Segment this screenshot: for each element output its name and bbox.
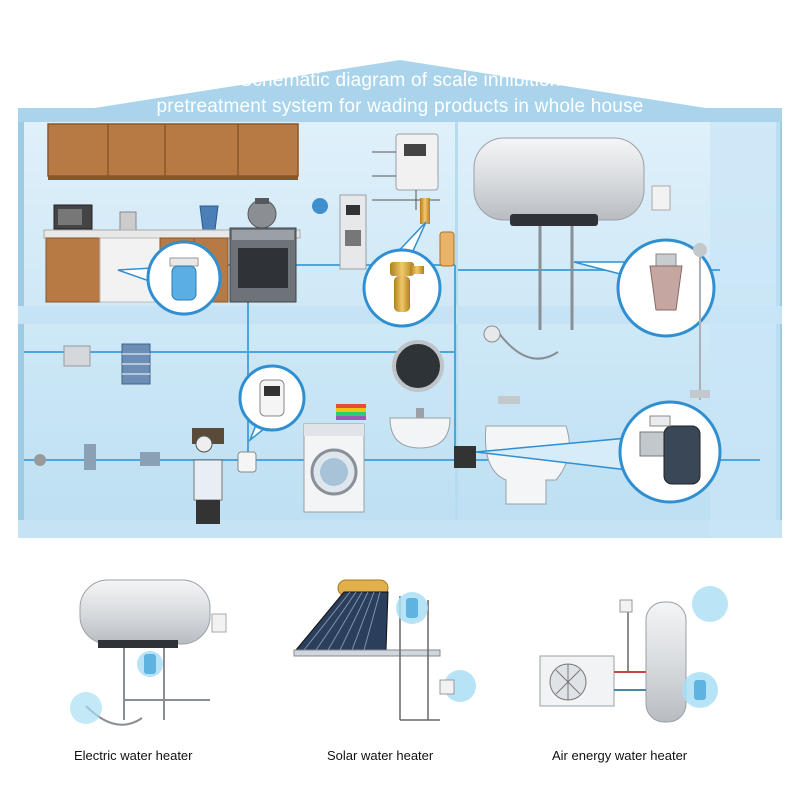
bathroom-towel-rack [63,343,151,385]
right-side-wall [710,122,780,538]
upper-cabinets [47,123,299,180]
bathroom-basin [389,408,451,449]
diagram-title-line-1: Schematic diagram of scale inhibition [239,70,561,91]
caption-electric-water-heater: Electric water heater [74,748,193,763]
countertop-appliances [53,198,277,231]
cartridge [439,231,455,267]
caption-air-energy-water-heater: Air energy water heater [552,748,688,763]
lower-floor [18,520,782,538]
angle-valve-callout [454,400,722,504]
stove-oven [229,227,297,303]
mini-solar-heater [293,579,476,721]
gas-water-heater [372,133,440,224]
electric-water-heater [473,137,645,360]
room-divider [455,122,458,538]
bathroom-mirror [392,340,444,392]
wall-switch [651,185,671,211]
prefilter-callout [238,364,306,443]
small-filter [237,451,257,473]
diagram-title-line-2: pretreatment system for wading products … [156,96,644,117]
caption-solar-water-heater: Solar water heater [327,748,434,763]
shower-filter-callout [573,238,716,338]
valves [34,444,160,470]
brass-filter-callout [362,221,442,328]
roof-band [18,108,782,124]
mini-air-energy-heater [539,586,728,723]
kitchen-filter-callout [117,240,222,316]
wall-shower [690,243,710,400]
house-roof [18,60,782,120]
mini-electric-heater [70,579,227,726]
water-dispenser [312,194,367,270]
washing-machine [303,404,366,513]
house-outer-left [18,122,24,538]
main-filter [192,428,224,524]
